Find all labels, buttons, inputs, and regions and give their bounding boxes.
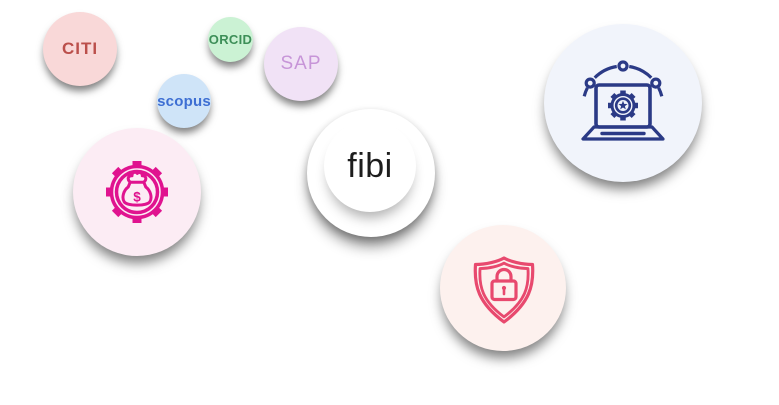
sap-label: SAP — [280, 53, 322, 74]
orcid-bubble: ORCID — [208, 17, 253, 62]
citi-label: CITI — [61, 39, 99, 58]
sap-bubble: SAP — [264, 27, 338, 101]
scopus-label: scopus — [157, 92, 211, 110]
system-bubble — [544, 24, 702, 182]
scopus-bubble: scopus — [157, 74, 211, 128]
dollar-sign-glyph: $ — [133, 190, 141, 205]
fibi-bubble: fibi — [307, 109, 435, 237]
security-bubble — [440, 225, 566, 351]
orcid-label: ORCID — [208, 32, 253, 47]
citi-bubble: CITI — [43, 12, 117, 86]
fibi-inner-circle: fibi — [324, 120, 416, 212]
laptop-network-gear-icon — [581, 60, 665, 141]
money-bag-gear-icon: $ — [106, 161, 168, 223]
shield-lock-icon — [473, 256, 535, 324]
fibi-logo-label: fibi — [347, 146, 393, 185]
funding-bubble: $ — [73, 128, 201, 256]
